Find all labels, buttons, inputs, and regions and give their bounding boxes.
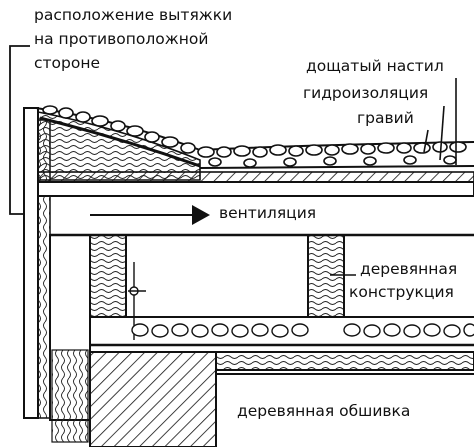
label-gravel: гравий xyxy=(357,109,414,127)
label-wooden-cladding: деревянная обшивка xyxy=(237,402,411,420)
label-leader-lines xyxy=(330,78,457,276)
roof-deck-layers xyxy=(37,165,474,197)
gravel-layer xyxy=(35,105,474,168)
label-wooden-structure-line-1: деревянная xyxy=(360,260,458,278)
ceiling-lining xyxy=(89,351,474,447)
label-waterproofing: гидроизоляция xyxy=(303,84,429,102)
label-ventilation: вентиляция xyxy=(219,204,317,222)
insulation-layer xyxy=(90,316,474,347)
exhaust-leader-line xyxy=(9,45,30,215)
airflow-arrow-icon xyxy=(192,205,210,225)
label-plank-decking: дощатый настил xyxy=(306,57,444,75)
label-exhaust-line-3: стороне xyxy=(34,54,101,72)
label-exhaust-line-2: на противоположной xyxy=(34,30,209,48)
label-wooden-structure-line-2: конструкция xyxy=(349,283,454,301)
label-exhaust-line-1: расположение вытяжки xyxy=(34,6,233,24)
